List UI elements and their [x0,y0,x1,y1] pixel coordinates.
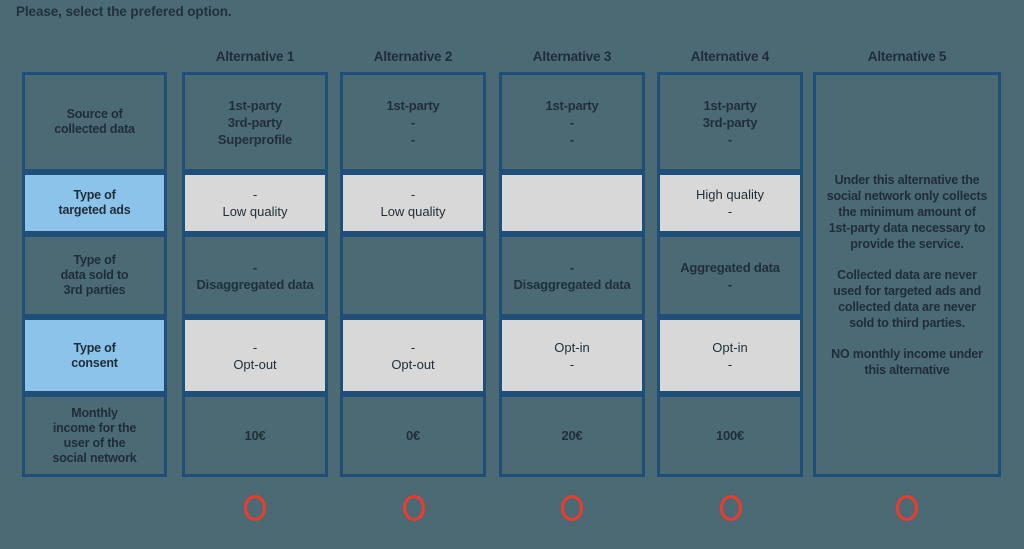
radio-alternative-2[interactable] [403,495,425,521]
cell-alt3-row3: -Disaggregated data [499,234,645,317]
radio-alternative-4[interactable] [720,495,742,521]
cell-value-line: - [727,356,733,372]
cell-value-line: - [410,131,416,147]
row-header-line: 3rd parties [63,283,126,297]
cell-value-line: - [252,259,258,275]
cell-alt3-row4: Opt-in- [499,317,645,394]
cell-value-line: - [410,114,416,130]
cell-value-line: 10€ [244,428,266,443]
alt5-paragraph-1: Under this alternative the social networ… [826,172,988,251]
cell-value-line: - [252,187,258,202]
alt5-paragraph-2: Collected data are never used for target… [833,267,981,330]
cell-alt3-row5: 20€ [499,394,645,477]
cell-value-line: - [569,114,575,130]
radio-alternative-1[interactable] [244,495,266,521]
cell-value-line: 1st-party [228,97,282,113]
radio-alternative-3[interactable] [561,495,583,521]
alt5-paragraph-3: NO monthly income under this alternative [831,346,983,377]
cell-value-line: Aggregated data [680,259,780,275]
row-header-line: Type of [73,340,116,355]
cell-value-line: 1st-party [386,97,440,113]
cell-value-line: Opt-in [712,339,748,355]
cell-value-line: - [569,131,575,147]
cell-alt5-merged: Under this alternative the social networ… [813,72,1001,477]
cell-alt1-row4: -Opt-out [182,317,328,394]
cell-value-line: High quality [696,187,764,202]
cell-alt1-row3: -Disaggregated data [182,234,328,317]
cell-value-line: Opt-out [233,356,277,372]
row-header-line: data sold to [60,268,129,282]
cell-value-line: - [569,259,575,275]
row-header-line: social network [52,450,137,465]
cell-value-line: - [727,131,733,147]
cell-value-line: 1st-party [545,97,599,113]
cell-value-line: 3rd-party [702,114,758,130]
cell-alt4-row4: Opt-in- [657,317,803,394]
cell-value-line: Disaggregated data [513,276,631,292]
column-header-alternative-3: Alternative 3 [532,49,612,64]
cell-alt1-row5: 10€ [182,394,328,477]
cell-alt2-row3 [340,234,486,317]
row-header-line: user of the [63,435,126,450]
row-header-line: Type of [73,253,116,267]
cell-value-line: 1st-party [703,97,757,113]
cell-value-line: - [252,339,258,355]
cell-value-line: - [410,339,416,355]
row-header-line: collected data [54,122,135,136]
row-header-line: Monthly [71,405,118,420]
column-header-alternative-4: Alternative 4 [690,49,770,64]
column-header-alternative-1: Alternative 1 [215,49,295,64]
cell-alt3-row1: 1st-party-- [499,72,645,172]
page-title: Please, select the prefered option. [16,4,232,19]
cell-value-line: Opt-in [554,339,590,355]
row-header-line: targeted ads [58,203,131,217]
cell-value-line: 20€ [561,428,583,443]
row-header-line: Type of [73,188,116,202]
cell-alt4-row5: 100€ [657,394,803,477]
cell-value-line: Low quality [380,204,446,219]
cell-alt2-row2: - Low quality [340,172,486,234]
cell-value-line: 3rd-party [227,114,283,130]
cell-value-line: - [727,204,733,219]
row-header-line: consent [71,355,118,370]
cell-value-line: - [569,356,575,372]
column-header-alternative-2: Alternative 2 [373,49,453,64]
cell-value-line: 100€ [715,428,745,443]
radio-alternative-5[interactable] [896,495,918,521]
cell-value-line: - [727,276,733,292]
row-header-line: income for the [52,420,137,435]
cell-value-line: Low quality [222,204,288,219]
cell-value-line: Disaggregated data [196,276,314,292]
cell-value-line: 0€ [405,428,421,443]
cell-value-line: Opt-out [391,356,435,372]
column-header-alternative-5: Alternative 5 [867,49,947,64]
cell-alt4-row2: High quality - [657,172,803,234]
cell-alt2-row5: 0€ [340,394,486,477]
row-header-line: Source of [66,107,123,121]
cell-value-line: - [410,187,416,202]
cell-value-line: Superprofile [217,131,293,147]
cell-alt3-row2 [499,172,645,234]
cell-alt2-row4: -Opt-out [340,317,486,394]
cell-alt2-row1: 1st-party-- [340,72,486,172]
cell-alt1-row2: - Low quality [182,172,328,234]
cell-alt4-row3: Aggregated data- [657,234,803,317]
